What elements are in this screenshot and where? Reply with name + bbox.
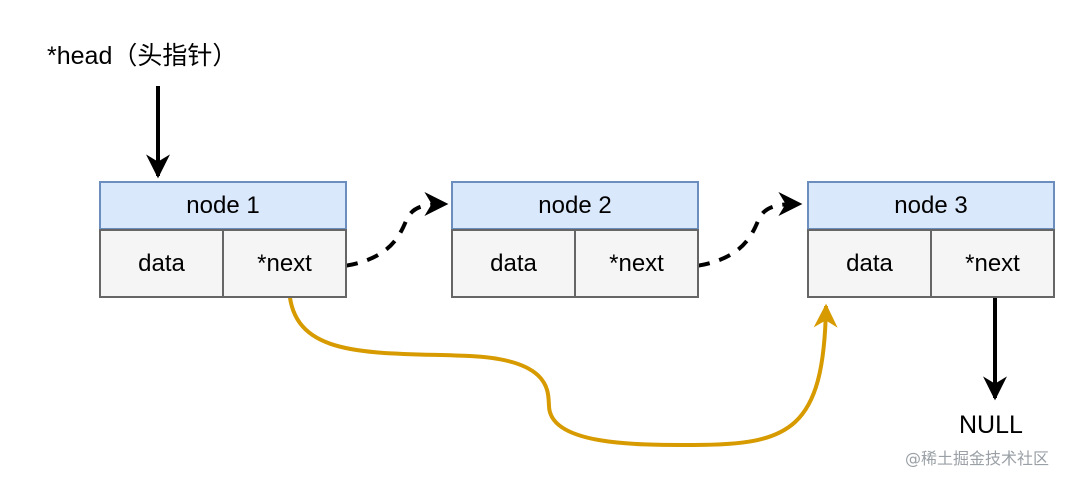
node2-to-node3-arrow bbox=[675, 192, 803, 270]
node-2-data-field: data bbox=[451, 229, 576, 298]
node-3: node 3 data *next bbox=[807, 181, 1055, 298]
node-2: node 2 data *next bbox=[451, 181, 699, 298]
node-1-data-field: data bbox=[99, 229, 224, 298]
node1-to-node2-arrow bbox=[323, 192, 449, 270]
node1-to-node3-highlight-arrow bbox=[287, 283, 838, 448]
node-3-title: node 3 bbox=[807, 181, 1055, 230]
node-1-next-field: *next bbox=[222, 229, 347, 298]
node-3-data-field: data bbox=[807, 229, 932, 298]
node-2-title: node 2 bbox=[451, 181, 699, 230]
node-1: node 1 data *next bbox=[99, 181, 347, 298]
node-3-next-field: *next bbox=[930, 229, 1055, 298]
watermark: @稀土掘金技术社区 bbox=[905, 449, 1050, 468]
head-pointer-label: *head（头指针） bbox=[47, 42, 238, 70]
node-2-next-field: *next bbox=[574, 229, 699, 298]
null-label: NULL bbox=[959, 411, 1023, 439]
node-1-title: node 1 bbox=[99, 181, 347, 230]
